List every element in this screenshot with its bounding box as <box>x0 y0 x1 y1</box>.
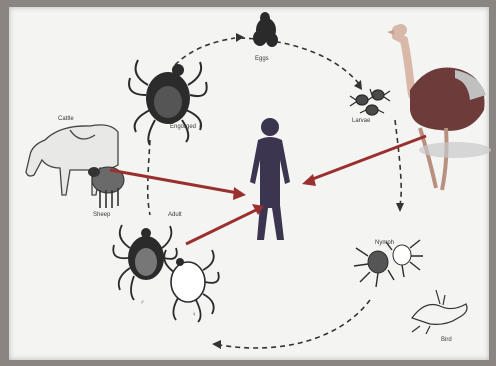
nymph-icon <box>354 240 423 287</box>
cycle-arc-nymph-adult <box>220 300 370 348</box>
cycle-arc-larvae-nymph <box>395 120 401 205</box>
label-male-symbol: ♂ <box>140 300 145 306</box>
arrow-cattle-to-human-head <box>233 187 246 200</box>
arrowhead-to-nymph <box>396 203 404 212</box>
bird-sketch <box>412 290 467 334</box>
arrowhead-to-adult <box>212 340 221 349</box>
label-female-symbol: ♀ <box>192 312 197 318</box>
human-silhouette <box>250 118 290 240</box>
label-bird: Bird <box>441 337 452 343</box>
label-engorged-female: Engorged ♀ <box>170 124 202 130</box>
label-sheep: Sheep <box>93 212 110 218</box>
label-nymph: Nymph <box>375 240 394 246</box>
cycle-arc-female-eggs <box>175 38 235 65</box>
eggs-cluster <box>253 12 278 47</box>
cycle-arrowheads <box>212 33 404 349</box>
larvae-icon <box>350 89 390 115</box>
adult-male-tick <box>113 225 177 300</box>
label-adult: Adult <box>168 212 182 218</box>
ostrich-illustration <box>387 24 491 190</box>
arrow-tick-to-human <box>186 210 256 244</box>
arrowhead-to-eggs <box>236 33 244 42</box>
arrow-ostrich-to-human <box>310 136 426 180</box>
label-larvae: Larvae <box>352 118 370 124</box>
engorged-female-tick <box>129 60 207 145</box>
label-cattle: Cattle <box>58 116 74 122</box>
arrow-cattle-to-human <box>110 170 238 193</box>
arrow-ostrich-to-human-head <box>302 174 316 186</box>
label-eggs: Eggs <box>255 56 269 62</box>
